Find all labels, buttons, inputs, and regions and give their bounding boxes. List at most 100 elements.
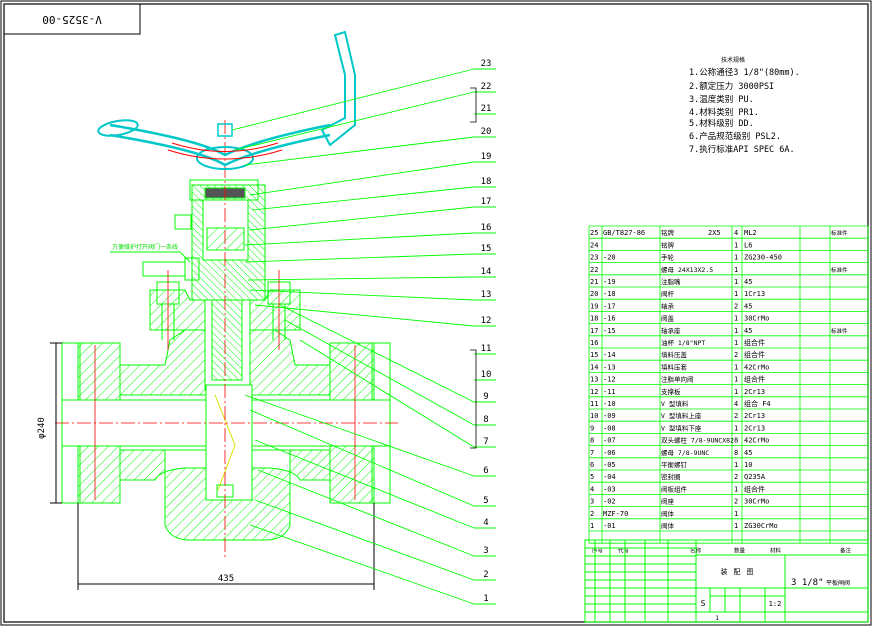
bom-cell-name: 铭牌 xyxy=(661,240,675,249)
bom-cell-qty: 2 xyxy=(734,302,738,310)
title-sheet: 1 xyxy=(715,615,719,622)
bom-cell-material: 组合件 xyxy=(744,338,765,347)
bom-cell-name: V 型填料 xyxy=(661,399,689,408)
bom-cell-no: 15 xyxy=(590,351,598,359)
bom-cell-code: -01 xyxy=(603,522,616,530)
callout-number: 23 xyxy=(481,59,492,69)
bom-cell-material: 2Cr13 xyxy=(744,412,765,420)
bom-cell-qty: 8 xyxy=(734,437,738,445)
bom-cell-code: -13 xyxy=(603,363,616,371)
leader-line xyxy=(244,253,475,263)
bom-cell-spec: 2X5 xyxy=(708,229,721,237)
bom-cell-code: -05 xyxy=(603,461,616,469)
callout-bracket xyxy=(470,349,477,449)
bom-cell-name: 密封圈 xyxy=(661,472,681,481)
bom-cell-material: 45 xyxy=(744,278,752,286)
callout-number: 10 xyxy=(481,370,492,380)
bom-cell-no: 24 xyxy=(590,241,598,249)
bom-cell-no: 9 xyxy=(590,424,594,432)
bom-cell-material: 组合件 xyxy=(744,350,765,359)
bom-cell-qty: 1 xyxy=(734,266,738,274)
leader-line xyxy=(249,161,475,196)
bom-cell-material: 1Cr13 xyxy=(744,290,765,298)
bom-cell-name: 注脂嘴 xyxy=(661,277,681,286)
callout-number: 3 xyxy=(483,546,488,556)
leader-line xyxy=(244,136,475,166)
bom-cell-qty: 8 xyxy=(734,449,738,457)
bom-cell-code: -16 xyxy=(603,315,616,323)
bom-cell-qty: 1 xyxy=(734,424,738,432)
bom-cell-qty: 1 xyxy=(734,461,738,469)
bom-cell-qty: 1 xyxy=(734,254,738,262)
bom-cell-code: -14 xyxy=(603,351,616,359)
bom-cell-qty: 1 xyxy=(734,485,738,493)
bom-cell-name: 手轮 xyxy=(661,253,675,262)
bom-cell-qty: 4 xyxy=(734,229,738,237)
drawing-number-box: V-3525-00 xyxy=(3,3,141,35)
bom-cell-name: 螺母 24X13X2.5 xyxy=(661,265,713,274)
leader-line xyxy=(251,186,475,211)
bom-cell-name: 注脂单向阀 xyxy=(661,375,694,384)
bom-cell-code: -07 xyxy=(603,437,616,445)
bom-cell-code: -04 xyxy=(603,473,616,481)
bom-cell-no: 19 xyxy=(590,302,598,310)
bom-cell-no: 18 xyxy=(590,315,598,323)
bom-cell-code: -20 xyxy=(603,254,616,262)
tech-note-line: 6.产品规范级别 PSL2. xyxy=(689,131,781,142)
bom-cell-no: 17 xyxy=(590,327,598,335)
bom-cell-no: 20 xyxy=(590,290,598,298)
bom-cell-name: 平衡螺钉 xyxy=(661,460,688,469)
bom-cell-name: 阀体 xyxy=(661,521,675,530)
grease-valve xyxy=(110,251,200,281)
bom-cell-material: 30CrMo xyxy=(744,498,769,506)
bom-cell-qty: 1 xyxy=(734,327,738,335)
bom-cell-material: 30CrMo xyxy=(744,315,769,323)
bom-cell-material: ZG30CrMo xyxy=(744,522,778,530)
bom-cell-material: ZG230-450 xyxy=(744,254,782,262)
bom-cell-qty: 2 xyxy=(734,498,738,506)
bom-cell-no: 21 xyxy=(590,278,598,286)
bom-cell-name: 轴承座 xyxy=(661,326,681,335)
bom-cell-no: 25 xyxy=(590,229,598,237)
bom-cell-name: 螺母 7/8-9UNC xyxy=(661,448,709,457)
bom-cell-material: 10 xyxy=(744,461,752,469)
tech-note-line: 2.额定压力 3000PSI xyxy=(689,81,774,92)
title-assembly: 装配图 xyxy=(721,567,760,576)
leader-line xyxy=(254,304,475,327)
dimension-height: φ240 xyxy=(37,342,62,504)
bom-cell-no: 7 xyxy=(590,449,594,457)
callout-number: 6 xyxy=(483,466,488,476)
bom-cell-name: 支撑板 xyxy=(661,387,681,396)
leader-line xyxy=(257,469,475,557)
leader-line xyxy=(249,289,475,301)
callout-number: 19 xyxy=(481,152,492,162)
bom-cell-code: -09 xyxy=(603,412,616,420)
callout-number: 22 xyxy=(481,82,492,92)
valve-body xyxy=(61,179,391,541)
callout-number: 21 xyxy=(481,104,492,114)
bom-cell-no: 22 xyxy=(590,266,598,274)
bom-cell-material: 组合件 xyxy=(744,484,765,493)
bom-cell-qty: 1 xyxy=(734,315,738,323)
bom-cell-qty: 1 xyxy=(734,241,738,249)
bom-cell-qty: 1 xyxy=(734,339,738,347)
bom-cell-no: 2 xyxy=(590,510,594,518)
bom-cell-material: 2Cr13 xyxy=(744,388,765,396)
bom-cell-code: -15 xyxy=(603,327,616,335)
bom-cell-code: -19 xyxy=(603,278,616,286)
tech-note-line: 5.材料级别 DD. xyxy=(689,118,754,129)
